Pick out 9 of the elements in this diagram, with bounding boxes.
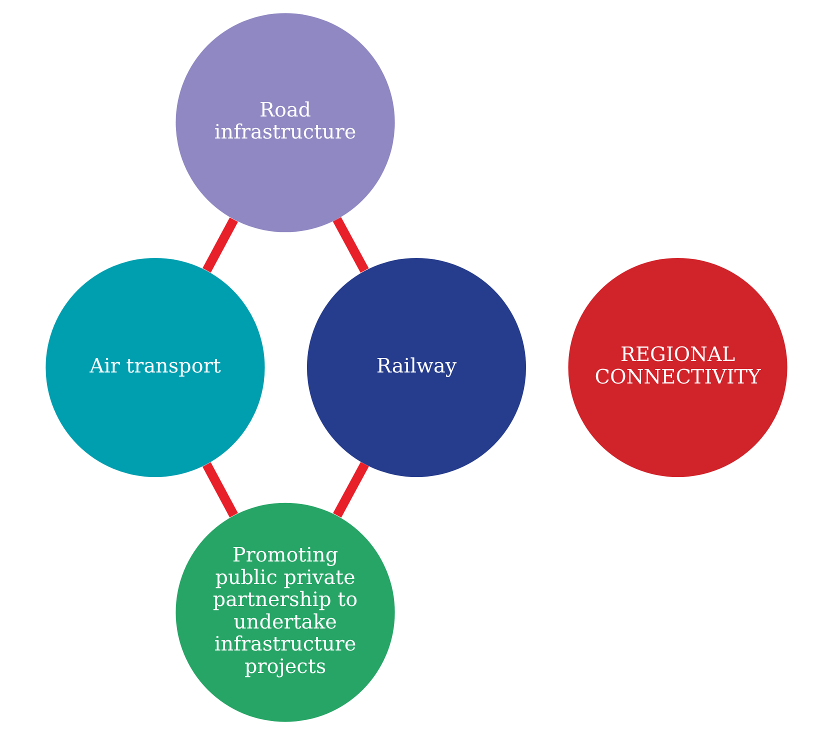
connector [202, 462, 238, 518]
node-circle: Promoting public private partnership to undertake infrastructure projects [175, 502, 394, 722]
node-circle: Railway [306, 258, 526, 478]
connector [332, 217, 368, 273]
node-circle: Road infrastructure [175, 13, 394, 232]
connector [202, 217, 238, 273]
node-circle: Air transport [45, 258, 264, 478]
node-circle: REGIONAL CONNECTIVITY [568, 258, 787, 478]
connector [332, 462, 368, 518]
